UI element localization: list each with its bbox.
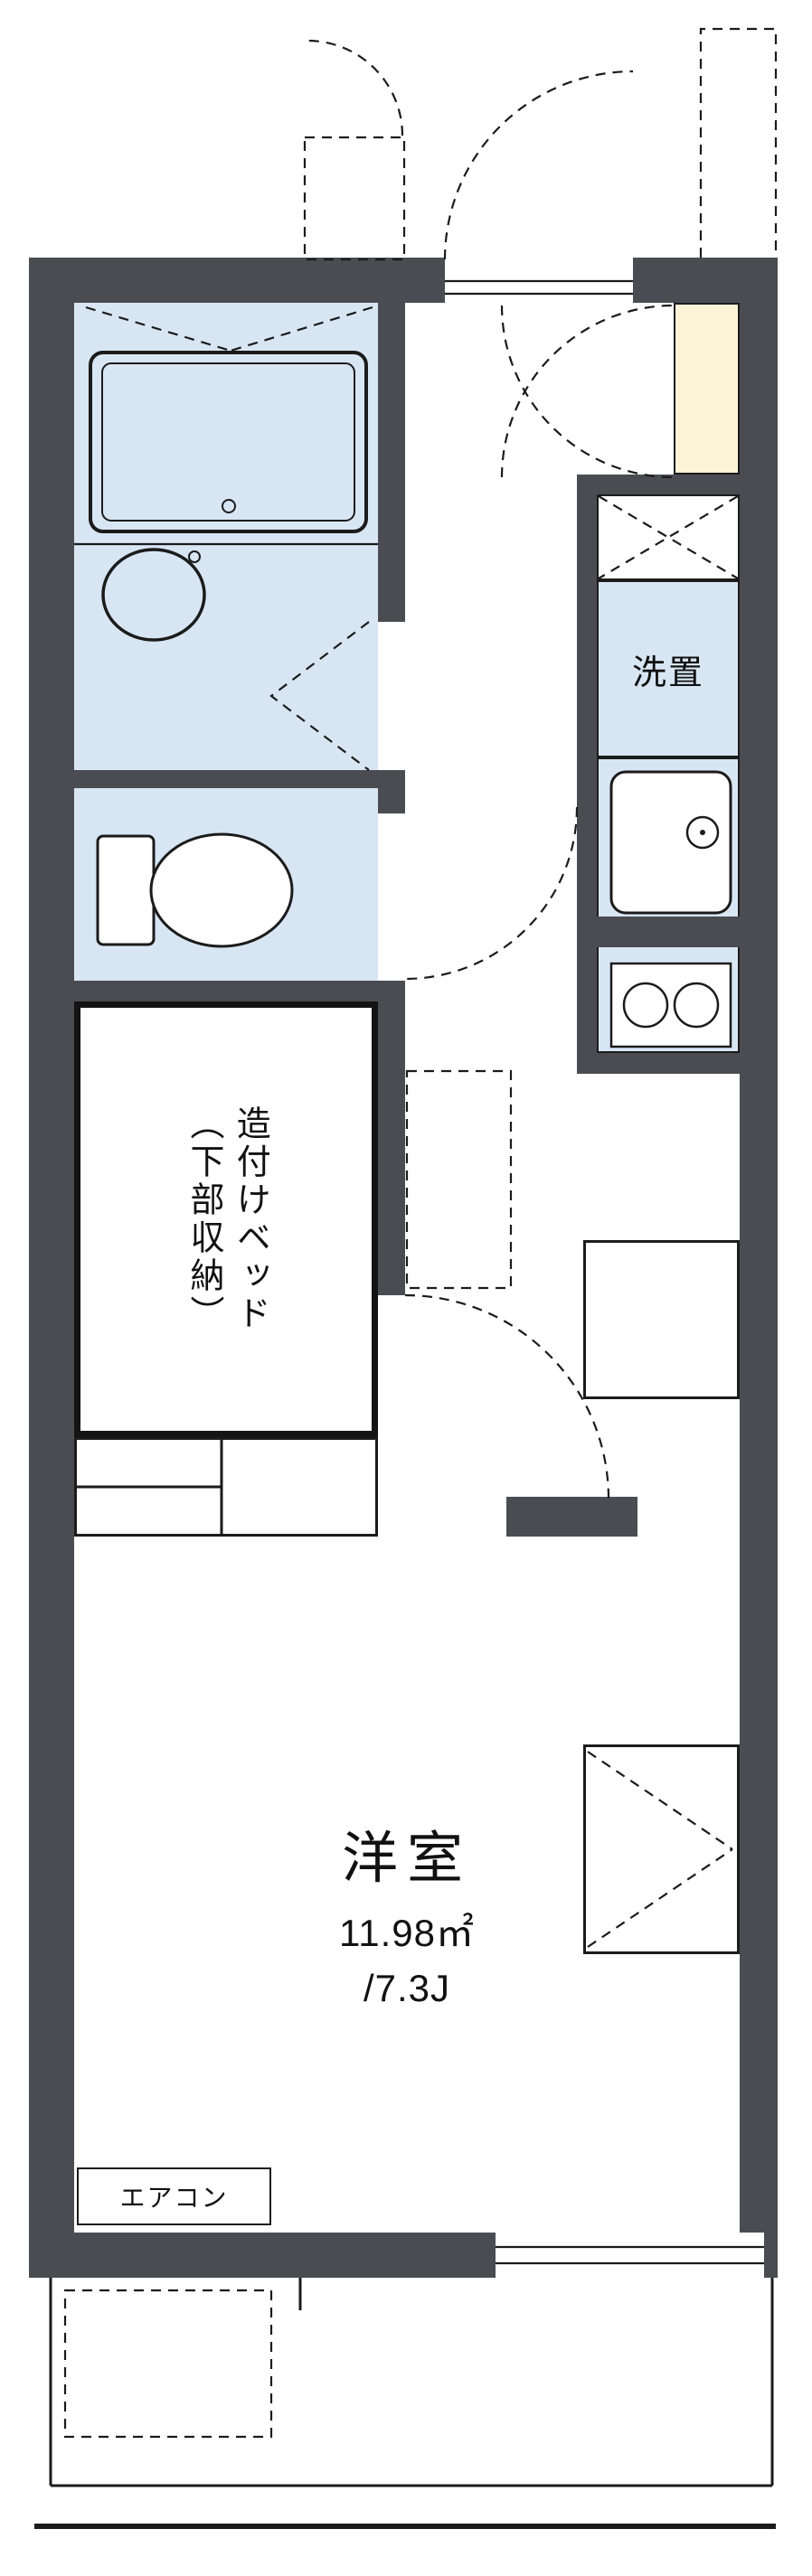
balcony-hatch-outline — [63, 2289, 273, 2439]
entrance-threshold — [445, 279, 633, 296]
wall-top-left — [29, 258, 445, 303]
toilet-door-swing-arc — [404, 806, 579, 981]
entrance-door-swing-arc — [443, 70, 634, 260]
bathtub — [89, 351, 368, 533]
kitchen-sink — [609, 770, 732, 915]
balcony-window-gap — [496, 2233, 764, 2278]
wall-bottom-right — [764, 2233, 778, 2278]
upper-structure-outline — [699, 27, 778, 258]
wall-entry-kitchen-divider — [577, 475, 741, 494]
bed-step-dividers — [76, 1439, 223, 1535]
bed-label: 造付けベッド （下部収納） — [180, 1105, 273, 1333]
balcony-outline — [49, 2278, 774, 2487]
wall-kitchen-bottom — [577, 1053, 741, 1074]
bed-label-wrap: 造付けベッド （下部収納） — [74, 1001, 378, 1437]
wall-left — [29, 258, 74, 2278]
closet-door-marks — [587, 1751, 733, 1948]
stove — [609, 962, 732, 1048]
bath-folding-door — [269, 621, 370, 771]
room-area-tatami: /7.3J — [363, 1967, 451, 2009]
aircon-box: エアコン — [77, 2167, 271, 2225]
bed-label-col2: （下部収納） — [184, 1105, 222, 1333]
bath-ceiling-marks — [85, 306, 373, 353]
wash-basin — [101, 548, 206, 642]
room-area-sqm: 11.98㎡ — [339, 1912, 475, 1954]
meter-x-cross — [598, 495, 739, 579]
entry-door-swing-arcs — [500, 304, 675, 479]
wall-room-corridor — [506, 1497, 637, 1537]
built-in-bed-area — [74, 1001, 378, 1437]
wall-bath-corridor-upper — [378, 303, 405, 622]
entry-tile-area — [674, 303, 740, 475]
laundry-label-wrap: 洗置 — [597, 580, 740, 757]
bathroom-area — [74, 303, 378, 770]
bed-label-col1: 造付けベッド — [231, 1105, 269, 1333]
meter-box-outline — [303, 39, 406, 261]
room-name: 洋室 — [341, 1828, 472, 1890]
appliance-space — [583, 1240, 740, 1399]
wall-bath-toilet-divider — [74, 770, 378, 788]
toilet-fixture — [96, 832, 294, 948]
balcony-window-lines — [496, 2245, 764, 2265]
wall-bed-corridor — [378, 981, 405, 1295]
wall-right — [740, 258, 778, 2278]
closet-box — [583, 1744, 740, 1954]
aircon-label: エアコン — [119, 2184, 229, 2212]
wall-toilet-bed-divider — [74, 981, 378, 1001]
laundry-area — [597, 580, 740, 757]
wall-kitchen-left — [577, 475, 597, 1053]
wall-bottom-left — [29, 2233, 496, 2278]
wall-bath-corridor-lower — [378, 770, 405, 813]
room-door-swing-arc — [404, 1069, 610, 1500]
room-label-block: 洋室 11.98㎡ /7.3J — [74, 1812, 740, 2010]
kitchen-counter-strip — [597, 917, 740, 947]
laundry-label: 洗置 — [631, 653, 704, 692]
